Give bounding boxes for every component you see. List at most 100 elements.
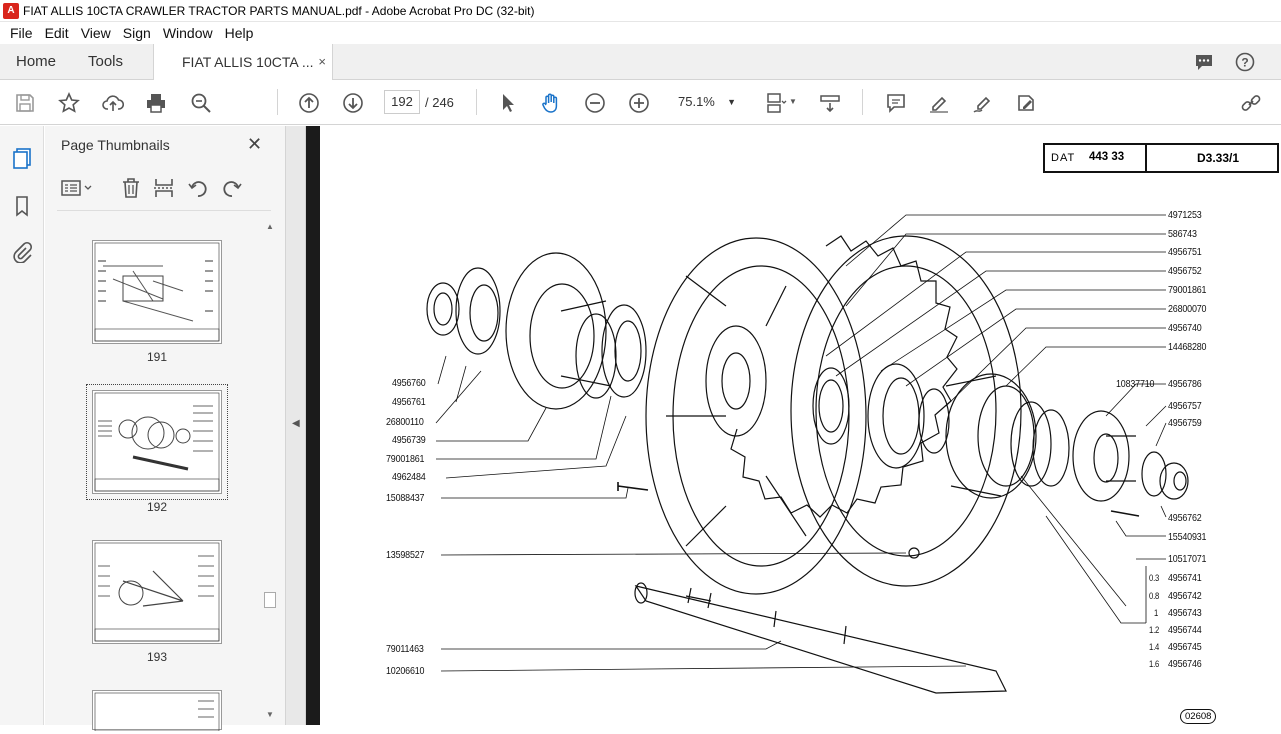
menu-help[interactable]: Help	[224, 25, 254, 41]
thumbnail-page-191[interactable]	[92, 240, 222, 344]
page-thumbnails-icon[interactable]	[10, 146, 34, 170]
tab-close-icon[interactable]: ×	[318, 54, 326, 69]
tab-tools[interactable]: Tools	[88, 53, 124, 70]
part-label: 15088437	[386, 492, 425, 504]
zoom-out-icon[interactable]	[583, 91, 607, 115]
left-rail	[0, 126, 44, 725]
tab-home[interactable]: Home	[16, 53, 57, 70]
zoom-search-icon[interactable]	[189, 91, 213, 115]
part-label: 4956752	[1168, 265, 1202, 277]
collapse-panel-icon[interactable]: ◀	[292, 418, 300, 429]
part-label: 79001861	[386, 453, 425, 465]
part-label: 4956744	[1168, 624, 1202, 636]
pdf-icon: A	[3, 2, 19, 19]
part-label: 79011463	[386, 643, 424, 655]
scroll-up-icon[interactable]: ▲	[266, 222, 274, 231]
extract-pages-icon[interactable]	[153, 176, 175, 200]
prev-page-icon[interactable]	[297, 91, 321, 115]
delete-icon[interactable]	[120, 176, 142, 200]
chevron-down-icon: ▼	[727, 97, 736, 107]
thumbnail-scrollbar[interactable]: ▲ ▼	[263, 222, 277, 722]
menu-sign[interactable]: Sign	[122, 25, 151, 41]
rotate-ccw-icon[interactable]	[187, 176, 209, 200]
part-label: 4956742	[1168, 590, 1202, 602]
chevron-down-icon[interactable]: ▼	[789, 97, 797, 106]
part-label: 26800110	[386, 416, 424, 428]
part-label: 10517071	[1168, 553, 1207, 565]
part-label: 26800070	[1168, 303, 1207, 315]
highlight-pen-icon[interactable]	[927, 91, 951, 115]
menu-edit[interactable]: Edit	[44, 25, 69, 41]
select-cursor-icon[interactable]	[496, 91, 520, 115]
hand-tool-icon[interactable]	[539, 91, 563, 115]
bookmark-icon[interactable]	[10, 194, 34, 218]
shim-qty: 1.4	[1149, 642, 1160, 652]
header-number: 443 33	[1089, 151, 1125, 163]
menu-file[interactable]: File	[10, 25, 33, 41]
zoom-in-icon[interactable]	[627, 91, 651, 115]
part-label: 13598527	[386, 549, 425, 561]
tab-document[interactable]: FIAT ALLIS 10CTA ... ×	[153, 44, 333, 81]
upload-cloud-icon[interactable]	[101, 91, 125, 115]
attachment-icon[interactable]	[10, 240, 34, 264]
print-icon[interactable]	[144, 91, 168, 115]
drawing-number: 02608	[1180, 709, 1217, 724]
part-label: 10837710	[1116, 378, 1155, 390]
page-number-input[interactable]: 192	[384, 90, 420, 114]
draw-signature-icon[interactable]	[971, 91, 995, 115]
comment-bubble-icon[interactable]	[1193, 52, 1215, 74]
menu-window[interactable]: Window	[162, 25, 213, 41]
zoom-value: 75.1%	[678, 94, 715, 109]
share-link-icon[interactable]	[1239, 91, 1263, 115]
save-icon[interactable]	[13, 91, 37, 115]
panel-title: Page Thumbnails	[61, 137, 170, 153]
scroll-mode-icon[interactable]	[818, 91, 842, 115]
rotate-cw-icon[interactable]	[221, 176, 243, 200]
shim-qty: 0.8	[1149, 591, 1160, 601]
part-label: 4956740	[1168, 322, 1202, 334]
tab-bar: Home Tools FIAT ALLIS 10CTA ... × ?	[0, 44, 1281, 81]
part-label: 4956761	[392, 396, 426, 408]
scrollbar-thumb[interactable]	[264, 592, 276, 608]
shim-qty: 0.3	[1149, 573, 1160, 583]
close-icon[interactable]: ✕	[247, 134, 263, 154]
part-label: 79001861	[1168, 284, 1207, 296]
scroll-down-icon[interactable]: ▼	[266, 710, 274, 719]
part-label: 4956759	[1168, 417, 1202, 429]
menu-view[interactable]: View	[80, 25, 111, 41]
thumbnail-page-194[interactable]	[92, 690, 222, 732]
thumbnail-label: 192	[146, 500, 168, 514]
tab-document-label: FIAT ALLIS 10CTA ...	[182, 54, 314, 70]
thumbnail-page-193[interactable]	[92, 540, 222, 644]
comment-icon[interactable]	[884, 91, 908, 115]
fill-sign-icon[interactable]	[1014, 91, 1038, 115]
shim-qty: 1	[1154, 608, 1159, 618]
window-title: FIAT ALLIS 10CTA CRAWLER TRACTOR PARTS M…	[23, 3, 535, 18]
part-label: 10206610	[386, 665, 425, 677]
part-label: 4956760	[392, 377, 426, 389]
zoom-select[interactable]: 75.1% ▼	[672, 90, 742, 114]
toolbar-divider	[277, 89, 278, 115]
part-label: 4956751	[1168, 246, 1202, 258]
star-icon[interactable]	[57, 91, 81, 115]
part-label: 4956746	[1168, 658, 1202, 670]
toolbar-divider	[862, 89, 863, 115]
part-label: 4956786	[1168, 378, 1202, 390]
thumbnail-label: 193	[146, 650, 168, 664]
panel-splitter[interactable]: ◀	[285, 126, 306, 725]
thumbnail-options-icon[interactable]	[61, 176, 93, 200]
fit-page-icon[interactable]	[764, 91, 788, 115]
divider	[57, 210, 271, 211]
header-divider	[1145, 143, 1147, 173]
part-label: 4956743	[1168, 607, 1202, 619]
main-toolbar	[0, 80, 1281, 125]
page-scan-edge	[306, 126, 320, 725]
part-label: 4956741	[1168, 572, 1202, 584]
part-label: 4956762	[1168, 512, 1202, 524]
part-label: 4956745	[1168, 641, 1202, 653]
document-view[interactable]: DAT 443 33 D3.33/1	[306, 126, 1281, 725]
help-icon[interactable]: ?	[1234, 52, 1256, 74]
thumbnail-page-192[interactable]	[86, 384, 228, 500]
next-page-icon[interactable]	[341, 91, 365, 115]
part-label: 4956757	[1168, 400, 1202, 412]
